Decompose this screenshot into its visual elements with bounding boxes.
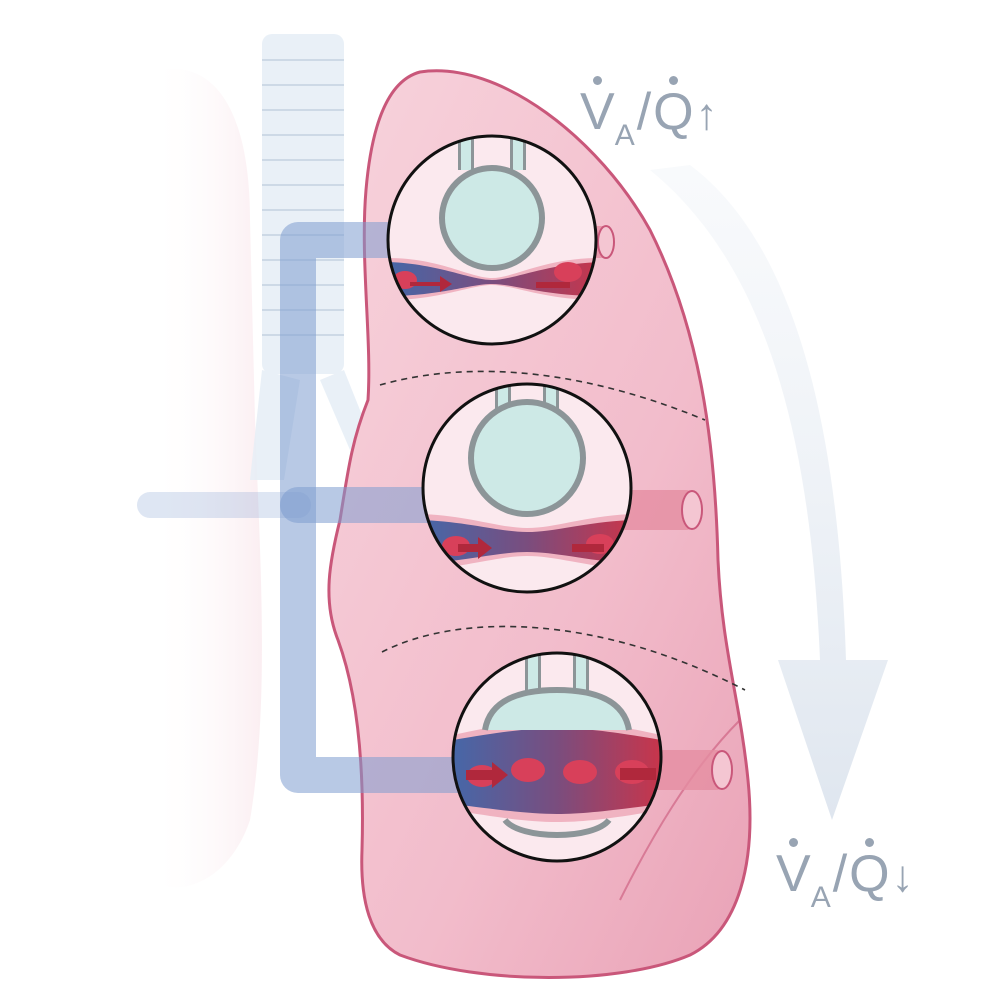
- alveolus-zoom-circle-top: [386, 134, 598, 346]
- alveolus-zoom-circle-bottom: [451, 651, 663, 863]
- dot-icon: [668, 76, 678, 85]
- ghost-left-lung: [150, 68, 262, 888]
- lung-fissure-lower: [381, 625, 746, 691]
- flow-arrow: [620, 768, 656, 780]
- flow-arrow: [458, 537, 492, 559]
- lung-fissure-upper: [379, 370, 706, 421]
- dot-icon: [592, 76, 602, 85]
- down-arrow-icon: ↓: [891, 852, 914, 901]
- red-blood-cell: [563, 760, 597, 784]
- gradient-arrow: [650, 165, 888, 820]
- flow-arrow: [572, 544, 604, 552]
- flow-arrow: [410, 276, 452, 292]
- red-blood-cell: [511, 758, 545, 782]
- up-arrow-icon: ↑: [695, 90, 718, 139]
- dot-icon: [788, 838, 798, 847]
- alveolus-zoom-circle-middle: [421, 382, 633, 594]
- dot-icon: [864, 838, 874, 847]
- vq-ratio-high-label: VA/Q↑: [580, 76, 718, 151]
- red-blood-cell: [554, 262, 582, 282]
- lung-lobe-edge: [619, 719, 741, 901]
- flow-arrow: [536, 282, 570, 288]
- airway-tubes: [137, 222, 488, 793]
- flow-arrow: [466, 762, 508, 788]
- vq-ratio-low-label: VA/Q↓: [776, 838, 914, 913]
